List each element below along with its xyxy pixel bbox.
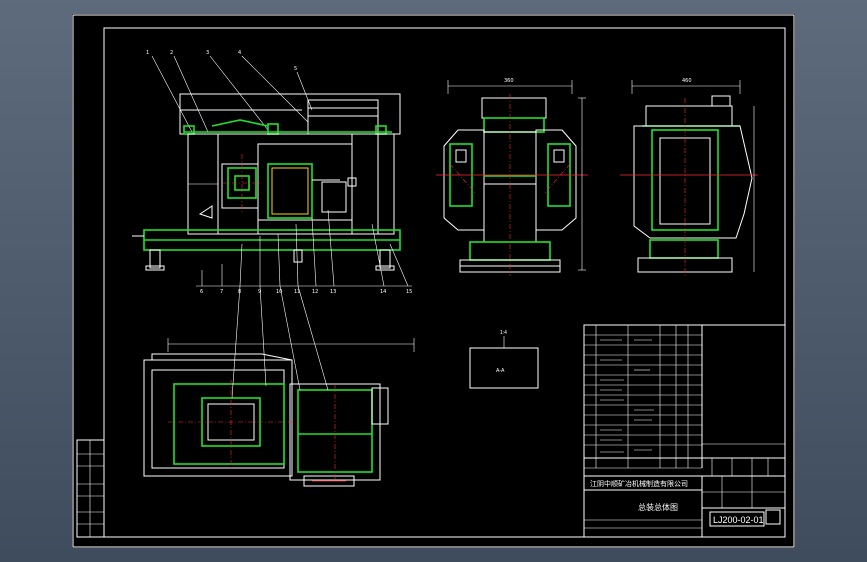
- front-view: 1 2 3 4 5: [132, 50, 412, 295]
- svg-text:7: 7: [220, 289, 223, 295]
- svg-text:3: 3: [206, 50, 209, 56]
- outer-border: [72, 14, 795, 548]
- svg-text:11: 11: [294, 289, 300, 295]
- svg-text:1: 1: [146, 50, 149, 56]
- svg-text:15: 15: [406, 289, 412, 295]
- svg-text:5: 5: [294, 66, 297, 72]
- svg-text:360: 360: [504, 78, 514, 84]
- svg-text:9: 9: [258, 289, 261, 295]
- side-view: 360: [436, 78, 588, 276]
- svg-text:14: 14: [380, 289, 386, 295]
- detail-label: 1:4: [500, 330, 507, 336]
- drawing-number: LJ200-02-01: [713, 515, 764, 525]
- svg-text:13: 13: [330, 289, 336, 295]
- title-block: 江阴中顺矿冶机械制造有限公司 总装总体图 LJ200-02-01: [583, 324, 786, 538]
- svg-text:460: 460: [682, 78, 692, 84]
- inner-border: [103, 27, 786, 538]
- plan-view: [143, 285, 415, 487]
- svg-text:12: 12: [312, 289, 318, 295]
- parts-list: [584, 325, 785, 469]
- end-view: 460: [620, 78, 758, 276]
- detail-view: 1:4 A-A: [469, 330, 539, 389]
- svg-text:10: 10: [276, 289, 282, 295]
- cad-drawing: 1 2 3 4 5: [72, 14, 795, 548]
- svg-text:6: 6: [200, 289, 203, 295]
- company-name: 江阴中顺矿冶机械制造有限公司: [590, 479, 688, 488]
- left-revision-strip: [76, 439, 105, 538]
- svg-text:A-A: A-A: [496, 368, 505, 374]
- svg-text:2: 2: [170, 50, 173, 56]
- svg-text:4: 4: [238, 50, 241, 56]
- drawing-canvas: 1 2 3 4 5: [72, 14, 795, 548]
- drawing-name: 总装总体图: [638, 502, 678, 512]
